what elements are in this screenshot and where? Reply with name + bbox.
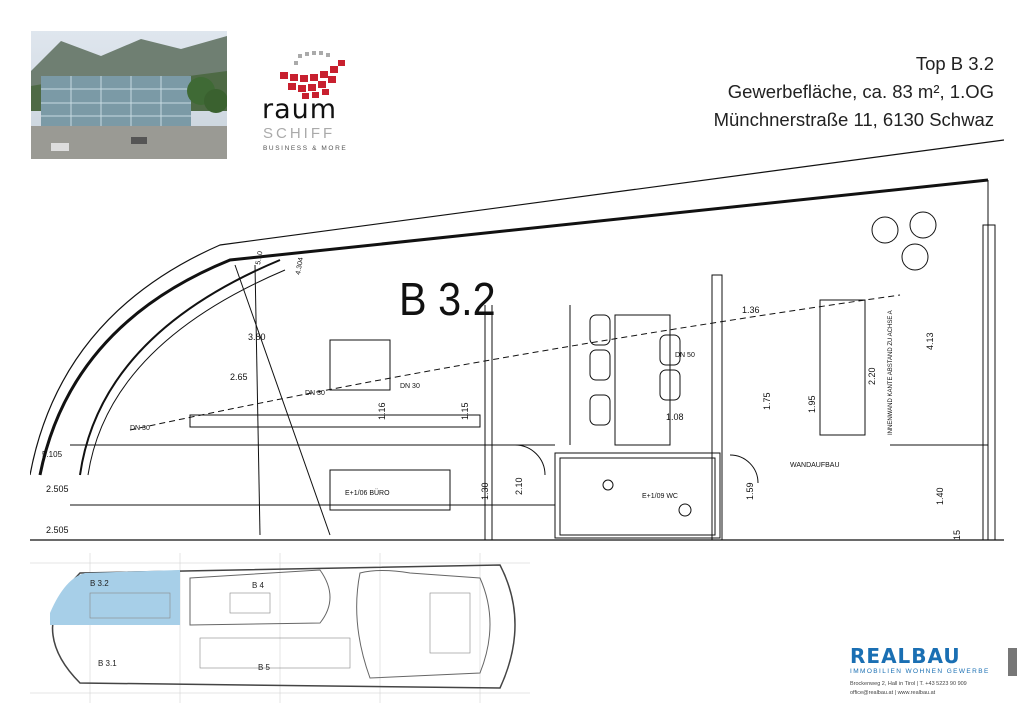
overview-plan: B 3.2 B 4 B 3.1 B 5 — [30, 553, 530, 703]
unit-title: Top B 3.2 — [915, 53, 994, 74]
logo-schiff: SCHIFF — [263, 125, 336, 142]
dimension-label: 15 — [952, 530, 962, 540]
pipe-label: DN 30 — [130, 425, 150, 432]
dimension-label: 3.80 — [248, 332, 266, 342]
dimension-label: 2.505 — [46, 484, 69, 494]
dimension-label: 5.105 — [42, 450, 63, 459]
dimension-label: 1.95 — [807, 395, 817, 413]
dimension-label: 1.08 — [666, 412, 684, 422]
realbau-contact: office@realbau.at | www.realbau.at — [850, 690, 936, 696]
unit-description: Gewerbefläche, ca. 83 m², 1.OG — [727, 81, 994, 102]
dimension-label: 1.59 — [745, 482, 755, 500]
floor-plan: B 3.2 1.36 2.65 3.80 1.16 1.15 1.75 1.95… — [29, 135, 1005, 543]
pipe-label: DN 30 — [305, 390, 325, 397]
dimension-label: 2.20 — [867, 367, 877, 385]
dimension-label: 4.13 — [925, 332, 935, 350]
realbau-tag — [1008, 648, 1017, 676]
realbau-subline: IMMOBILIEN WOHNEN GEWERBE — [850, 668, 990, 675]
dimension-label: 1.75 — [762, 392, 772, 410]
pipe-label: DN 30 — [400, 383, 420, 390]
unit-address: Münchnerstraße 11, 6130 Schwaz — [713, 109, 994, 130]
overview-label: B 3.1 — [98, 659, 117, 668]
unit-label: B 3.2 — [399, 274, 496, 326]
logo-raum: raum — [262, 94, 338, 125]
raumschiff-logo: raum SCHIFF BUSINESS & MORE — [258, 44, 370, 156]
pipe-label: DN 50 — [675, 352, 695, 359]
room-label: E+1/06 BÜRO — [345, 489, 390, 497]
overview-label: B 5 — [258, 663, 271, 672]
dimension-label: 1.15 — [460, 402, 470, 420]
realbau-address: Brockenweg 2, Hall in Tirol | T. +43 522… — [850, 681, 967, 687]
overview-label: B 4 — [252, 581, 265, 590]
dimension-label: 2.505 — [46, 525, 69, 535]
dimension-label: 2.10 — [514, 477, 524, 495]
dimension-label: 1.36 — [742, 305, 760, 315]
dimension-label: 5.10 — [255, 251, 264, 266]
room-label: WANDAUFBAU — [790, 462, 840, 469]
realbau-brand: REALBAU — [850, 644, 961, 668]
room-label: E+1/09 WC — [642, 493, 678, 500]
dimension-label: 1.16 — [377, 402, 387, 420]
room-label: INNENWAND KANTE ABSTAND ZU ACHSE A — [888, 310, 894, 435]
dimension-label: 1.30 — [480, 482, 490, 500]
realbau-logo: REALBAU IMMOBILIEN WOHNEN GEWERBE Brocke… — [850, 645, 1020, 698]
logo-tagline: BUSINESS & MORE — [263, 145, 348, 152]
highlighted-unit — [50, 570, 180, 625]
dimension-label: 2.65 — [230, 372, 248, 382]
overview-label: B 3.2 — [90, 579, 109, 588]
dimension-label: 4.304 — [295, 257, 305, 276]
dimension-label: 1.40 — [935, 487, 945, 505]
building-photo — [31, 31, 227, 159]
listing-header: Top B 3.2 Gewerbefläche, ca. 83 m², 1.OG… — [714, 50, 994, 134]
